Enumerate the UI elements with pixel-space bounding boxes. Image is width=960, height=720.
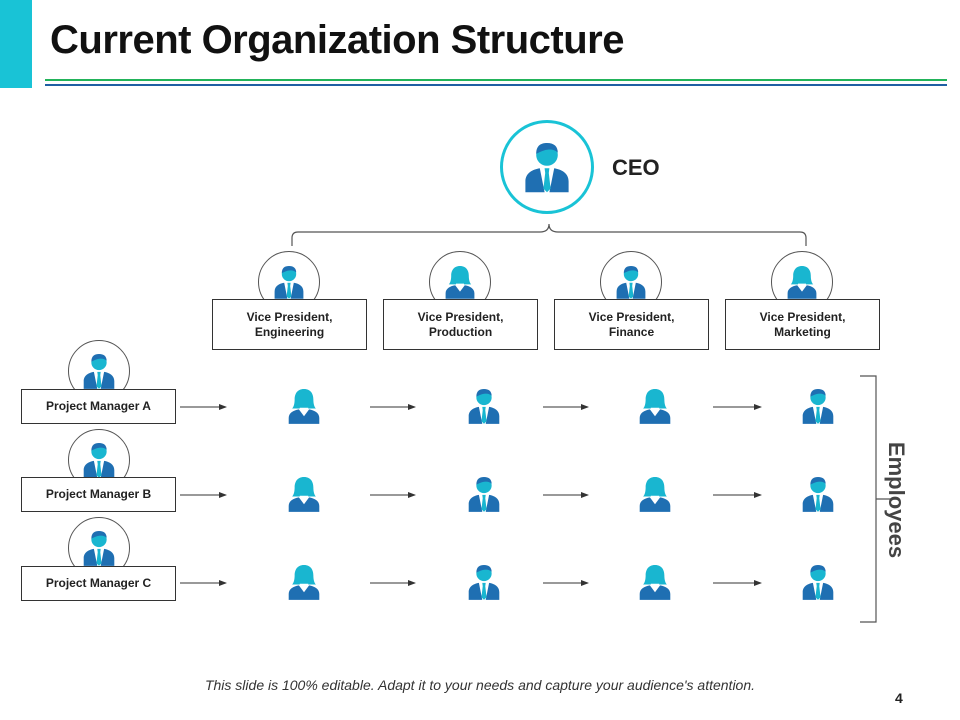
vp-label-production: Vice President, Production (417, 309, 504, 339)
title-underline-blue (45, 84, 947, 86)
vp-production-icon (445, 266, 475, 299)
female-person-icon (287, 475, 321, 513)
pm-label-a: Project Manager A (46, 399, 151, 413)
employees-label: Employees (884, 441, 909, 559)
female-person-icon (287, 563, 321, 601)
slide-title: Current Organization Structure (50, 18, 624, 62)
vp-label-engineering: Vice President, Engineering (246, 309, 333, 339)
pm-box-b: Project Manager B (21, 477, 176, 512)
vp-label-finance: Vice President, Finance (588, 309, 675, 339)
vp-box-finance: Vice President, Finance (554, 299, 709, 350)
male-person-icon (801, 563, 835, 601)
male-person-icon (801, 475, 835, 513)
male-person-icon (467, 563, 501, 601)
male-person-icon (467, 475, 501, 513)
ceo-bracket (291, 223, 807, 246)
vp-engineering-icon (274, 266, 304, 299)
female-person-icon (638, 563, 672, 601)
pm-box-a: Project Manager A (21, 389, 176, 424)
pm-label-c: Project Manager C (45, 576, 152, 590)
pm-b-icon (83, 443, 115, 478)
accent-bar (0, 0, 32, 88)
ceo-circle (500, 120, 594, 214)
pm-label-b: Project Manager B (45, 487, 152, 501)
ceo-label: CEO (612, 155, 660, 180)
footer-note: This slide is 100% editable. Adapt it to… (204, 677, 756, 693)
pm-box-c: Project Manager C (21, 566, 176, 601)
vp-label-marketing: Vice President, Marketing (759, 309, 846, 339)
title-underline-green (45, 79, 947, 81)
vp-box-marketing: Vice President, Marketing (725, 299, 880, 350)
pm-c-icon (83, 531, 115, 566)
female-person-icon (638, 475, 672, 513)
pm-a-icon (83, 354, 115, 389)
female-person-icon (287, 387, 321, 425)
employees-bracket (860, 375, 892, 623)
vp-marketing-icon (787, 266, 817, 299)
vp-box-engineering: Vice President, Engineering (212, 299, 367, 350)
vp-box-production: Vice President, Production (383, 299, 538, 350)
male-person-icon (467, 387, 501, 425)
vp-finance-icon (616, 266, 646, 299)
ceo-male-person-icon (525, 143, 569, 193)
male-person-icon (801, 387, 835, 425)
page-number: 4 (895, 690, 903, 706)
arrow-group (180, 404, 762, 586)
female-person-icon (638, 387, 672, 425)
